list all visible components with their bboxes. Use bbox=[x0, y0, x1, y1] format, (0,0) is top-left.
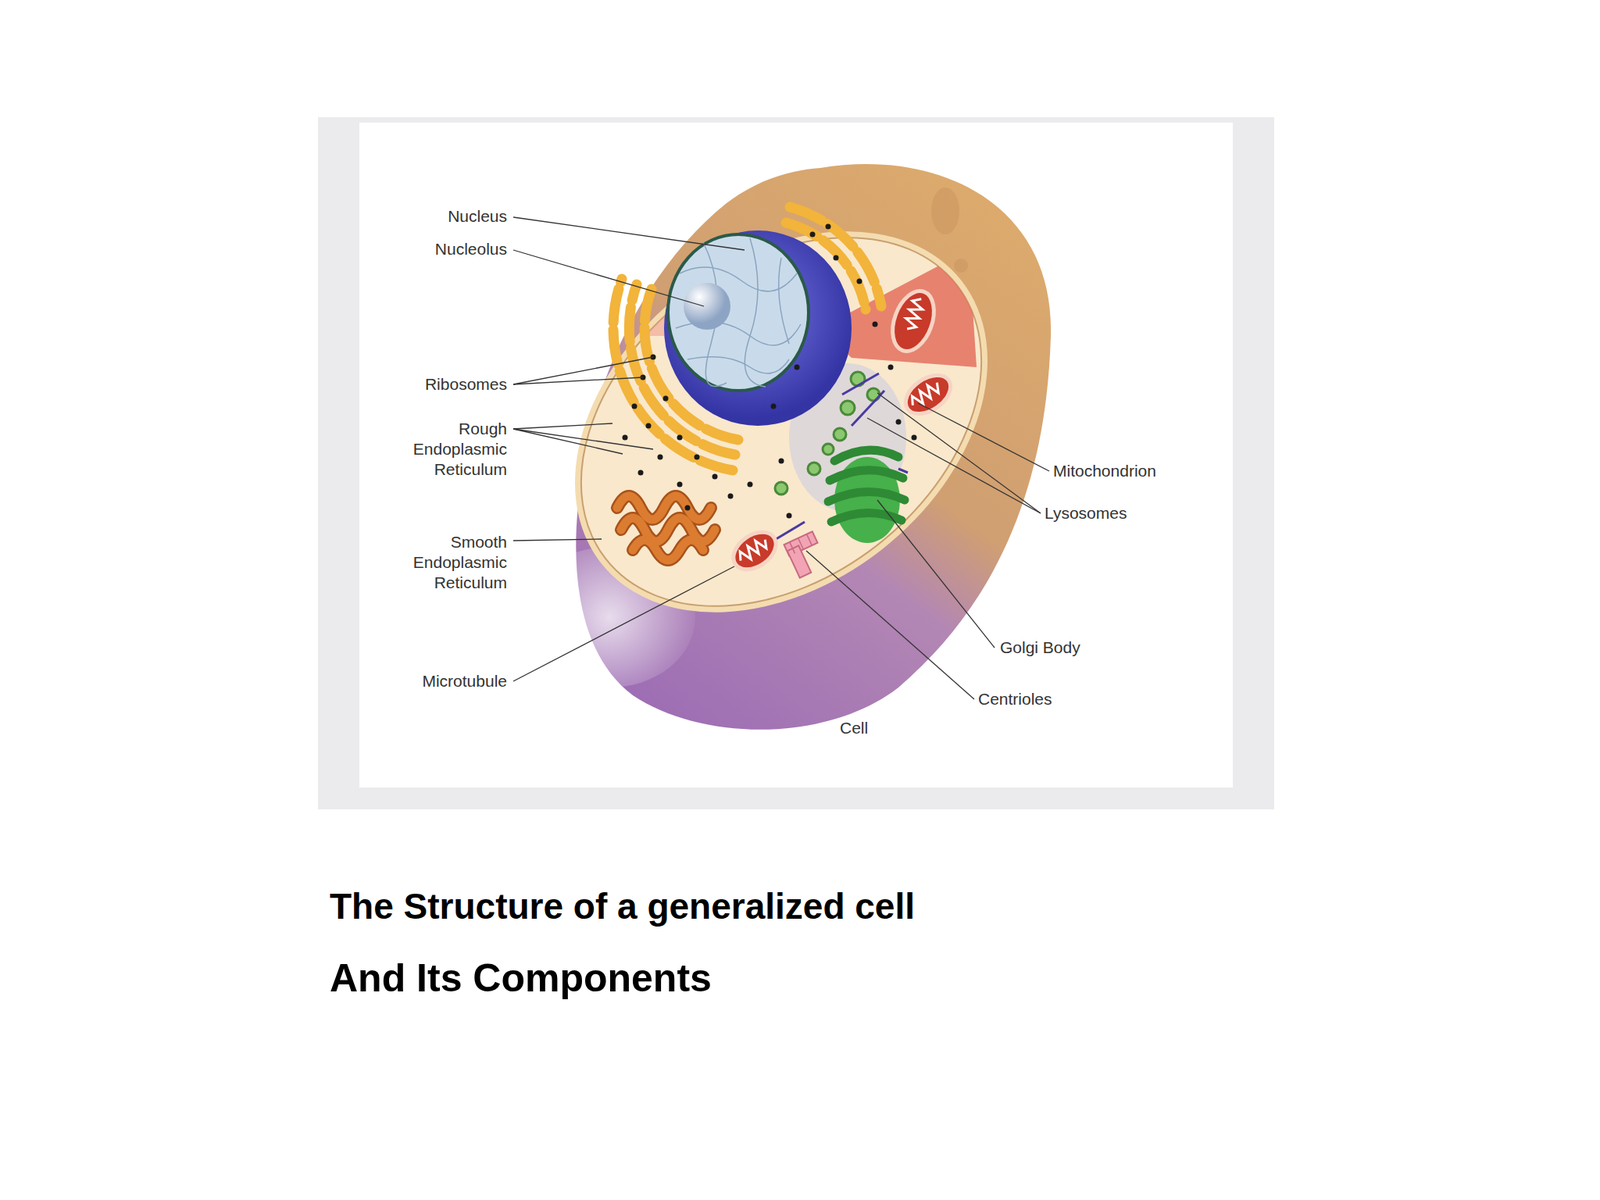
golgi-body bbox=[828, 450, 905, 522]
lysosome bbox=[775, 371, 880, 495]
smooth-er bbox=[617, 496, 715, 561]
nucleoplasm bbox=[667, 234, 809, 391]
texture bbox=[953, 258, 968, 273]
organelle-label: Microtubule bbox=[421, 671, 508, 692]
organelle-label: Centrioles bbox=[978, 689, 1053, 710]
mitochondrion bbox=[885, 285, 942, 358]
chromatin bbox=[675, 238, 801, 387]
ribosome bbox=[622, 224, 918, 519]
leader-line bbox=[513, 217, 1050, 700]
organelle-label: Nucleolus bbox=[435, 239, 508, 260]
nucleolus bbox=[683, 282, 731, 330]
microtubule bbox=[769, 373, 908, 543]
organelle-label: Smooth Endoplasmic Reticulum bbox=[389, 532, 508, 593]
organelle-label: Ribosomes bbox=[425, 374, 508, 395]
organelle-label: Golgi Body bbox=[1000, 637, 1081, 658]
title: The Structure of a generalized cell bbox=[329, 885, 915, 928]
texture bbox=[931, 187, 960, 235]
rough-er bbox=[613, 207, 882, 471]
nucleus bbox=[664, 230, 852, 426]
organelle-label: Nucleus bbox=[447, 206, 508, 227]
frame-inner bbox=[359, 122, 1233, 788]
organelle-label: Lysosomes bbox=[1044, 503, 1127, 524]
caption: And Its Components bbox=[329, 955, 712, 1001]
mitochondrion bbox=[898, 367, 958, 422]
smooth-er-outline bbox=[617, 496, 715, 561]
organelle-label: Rough Endoplasmic Reticulum bbox=[389, 418, 508, 480]
organelle-label: Mitochondrion bbox=[1053, 460, 1157, 482]
mitochondrion bbox=[726, 524, 783, 577]
frame bbox=[317, 117, 1275, 810]
cytoplasm bbox=[509, 161, 1053, 683]
cell-label: Cell bbox=[839, 717, 868, 739]
cutaway-rim bbox=[500, 153, 1062, 692]
centriole bbox=[783, 531, 818, 578]
